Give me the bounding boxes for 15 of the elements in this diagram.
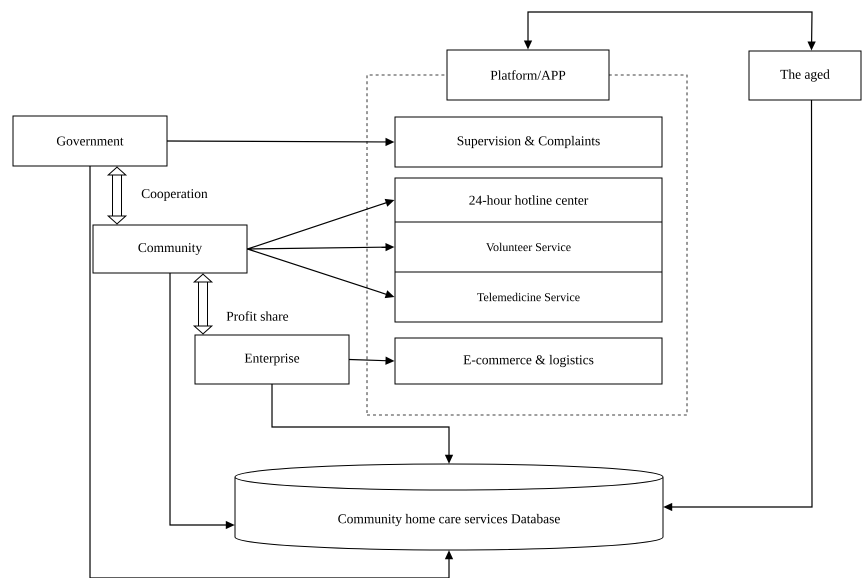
arrow: [106, 166, 128, 224]
group-heading-box: Platform/APP: [446, 50, 610, 100]
database-cylinder: Community home care services Database: [234, 464, 664, 550]
edge-label: Profit share: [225, 310, 290, 322]
process-box: Telemedicine Service: [394, 272, 662, 322]
process-box: Supervision & Complaints: [394, 116, 662, 168]
edge-label: Cooperation: [140, 188, 209, 202]
process-box: Government: [12, 116, 168, 166]
process-box: E-commerce & logistics: [394, 338, 662, 384]
process-box: Enterprise: [194, 334, 350, 384]
process-box: 24-hour hotline center: [394, 178, 662, 222]
process-box: Community: [92, 224, 248, 274]
process-box: Volunteer Service: [394, 222, 662, 272]
process-box: The aged: [748, 50, 862, 100]
arrow: [192, 274, 214, 334]
